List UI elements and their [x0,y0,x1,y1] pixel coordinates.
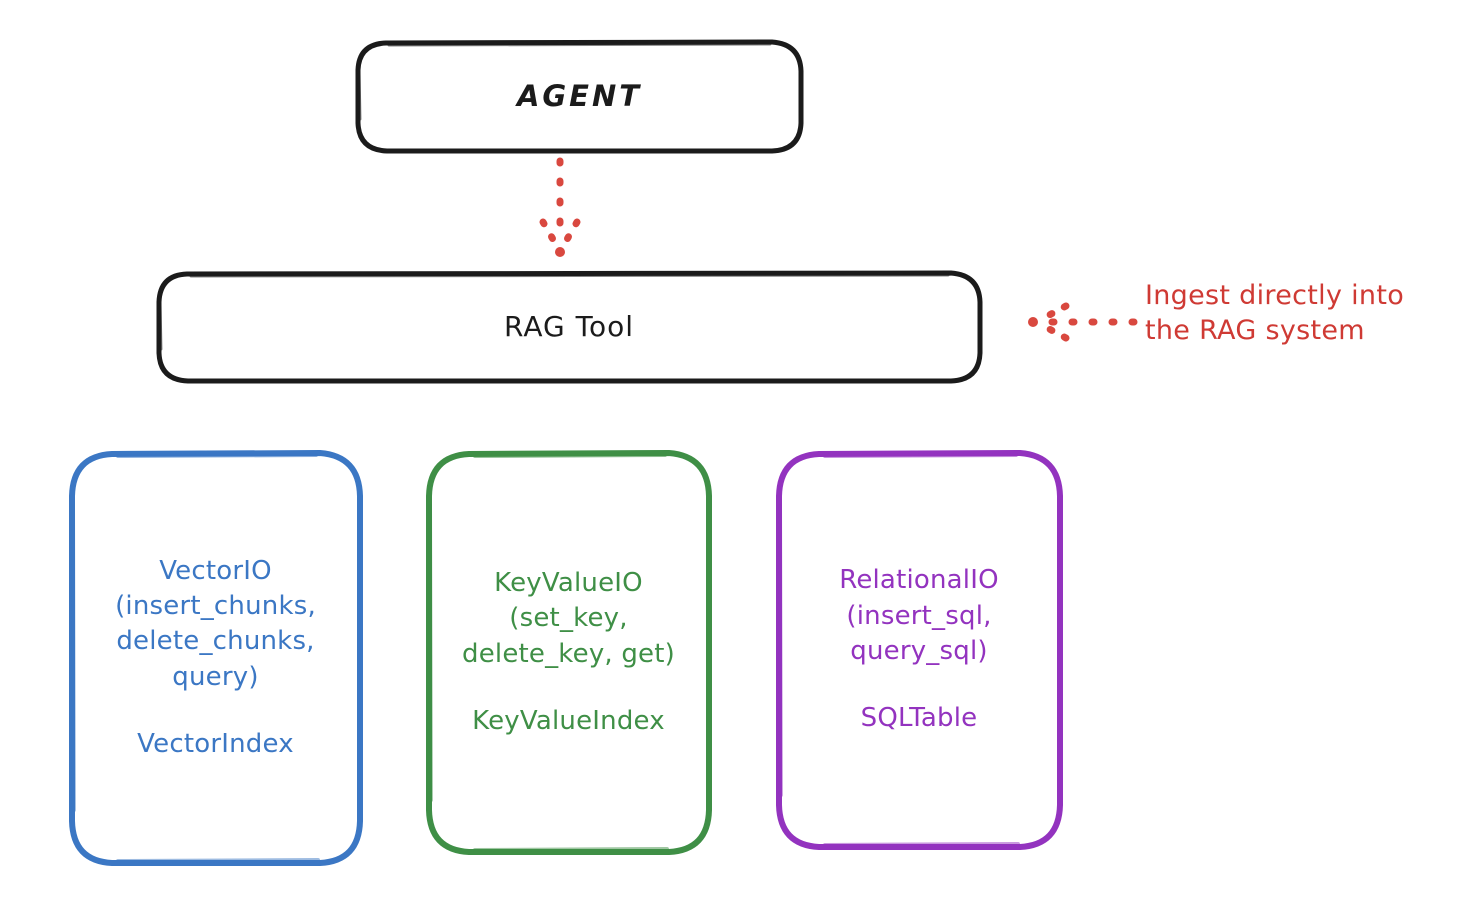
relational-io-index-label: SQLTable [860,703,978,734]
node-agent[interactable]: AGENT [355,39,804,154]
agent-box-outline [355,39,804,154]
rag-tool-label: RAG Tool [504,309,634,343]
key-value-io-box-outline [426,450,712,855]
node-key-value-io[interactable]: KeyValueIO (set_key, delete_key, get) Ke… [425,450,712,855]
agent-label: AGENT [516,78,643,113]
vector-io-content: VectorIO (insert_chunks, delete_chunks, … [115,518,316,798]
rag-tool-box-outline [156,270,983,384]
node-vector-io[interactable]: VectorIO (insert_chunks, delete_chunks, … [68,450,363,866]
vector-io-index-label: VectorIndex [137,729,294,760]
dotted-arrow-down-icon [539,157,581,257]
dotted-arrow-left-icon [1028,302,1138,342]
ingest-annotation-text: Ingest directly into the RAG system [1145,280,1405,347]
relational-io-box-outline [776,450,1063,850]
relational-io-api-label: RelationalIO (insert_sql, query_sql) [839,565,999,666]
key-value-io-index-label: KeyValueIndex [472,705,665,736]
node-relational-io[interactable]: RelationalIO (insert_sql, query_sql) SQL… [775,450,1063,850]
key-value-io-api-label: KeyValueIO (set_key, delete_key, get) [462,567,675,669]
vector-io-box-outline [69,450,363,866]
node-rag-tool[interactable]: RAG Tool [156,270,983,384]
relational-io-content: RelationalIO (insert_sql, query_sql) SQL… [839,528,999,772]
key-value-io-content: KeyValueIO (set_key, delete_key, get) Ke… [462,530,675,774]
vector-io-api-label: VectorIO (insert_chunks, delete_chunks, … [115,555,316,692]
